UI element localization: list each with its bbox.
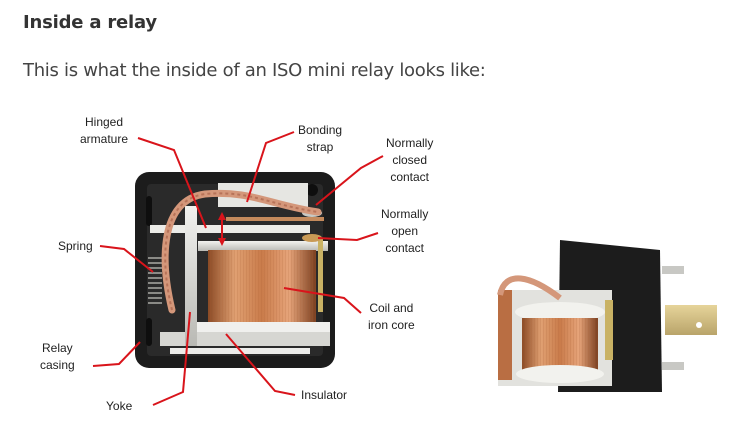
label-line: Normally (381, 207, 429, 221)
label-line: Coil and (369, 301, 414, 315)
leader-bonding-strap (246, 131, 295, 203)
label-spring: Spring (58, 238, 93, 255)
label-hinged-armature: Hinged armature (80, 114, 128, 148)
leader-insulator (225, 333, 296, 396)
label-coil: Coil and iron core (368, 300, 415, 334)
label-bonding-strap: Bonding strap (298, 122, 342, 156)
label-line: armature (80, 132, 129, 146)
leader-spring (99, 245, 154, 273)
leader-normally-closed (315, 155, 384, 206)
relay-perspective-photo (497, 240, 717, 392)
leader-yoke (152, 311, 191, 406)
insulator (195, 322, 330, 332)
label-line: closed (392, 153, 428, 167)
label-line: iron core (368, 318, 415, 332)
relay-illustration (92, 131, 717, 406)
label-relay-casing: Relay casing (40, 340, 75, 374)
leader-lines (92, 131, 384, 406)
relay-figure: Hinged armature Bonding strap Normally c… (0, 100, 747, 426)
label-line: Relay (42, 341, 73, 355)
label-normally-closed: Normally closed contact (386, 135, 433, 186)
label-line: Normally (386, 136, 434, 150)
relay-terminal (665, 305, 717, 335)
yoke (185, 206, 197, 346)
label-yoke: Yoke (106, 398, 132, 415)
intro-paragraph: This is what the inside of an ISO mini r… (23, 60, 486, 81)
leader-relay-casing (92, 341, 141, 367)
spring (148, 257, 162, 304)
leader-hinged-armature (137, 137, 207, 229)
relay-cutaway (135, 172, 335, 368)
label-line: Spring (58, 239, 93, 253)
label-line: casing (40, 358, 75, 372)
section-heading: Inside a relay (23, 12, 157, 33)
label-line: Bonding (298, 123, 343, 137)
label-line: contact (390, 170, 430, 184)
leader-normally-open (317, 232, 379, 242)
label-line: Hinged (85, 115, 124, 129)
label-line: Yoke (106, 399, 133, 413)
label-normally-open: Normally open contact (381, 206, 428, 257)
label-line: strap (306, 140, 334, 154)
label-line: Insulator (301, 388, 348, 402)
leader-coil (283, 287, 362, 314)
no-contact (302, 234, 322, 242)
label-line: contact (385, 241, 425, 255)
label-line: open (391, 224, 419, 238)
hinged-armature (150, 225, 310, 233)
label-insulator: Insulator (301, 387, 347, 404)
armature-movement-arrow (218, 212, 226, 246)
